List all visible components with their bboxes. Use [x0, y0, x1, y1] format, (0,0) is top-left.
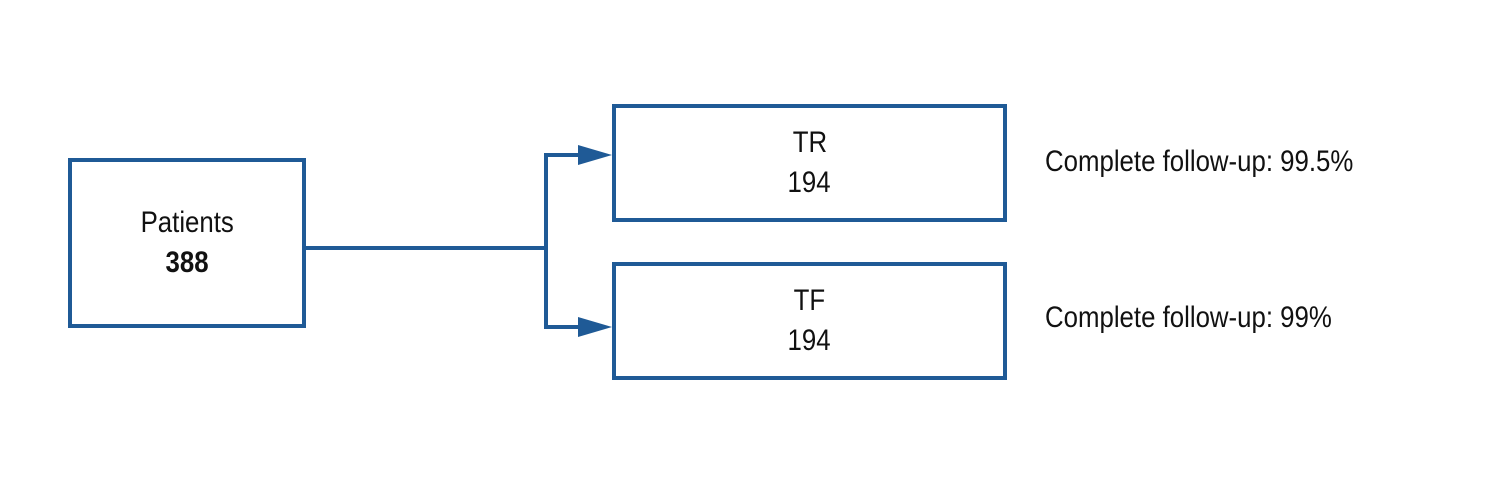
arrowhead-tf	[578, 317, 612, 337]
tr-count: 194	[787, 166, 832, 199]
tr-label: TR	[792, 126, 827, 159]
tf-box: TF 194	[612, 262, 1007, 380]
tr-followup-note: Complete follow-up: 99.5%	[1045, 145, 1354, 178]
tf-count: 194	[787, 324, 832, 357]
arrowhead-tr	[578, 145, 612, 165]
tf-label: TF	[793, 284, 826, 317]
patients-label: Patients	[140, 206, 234, 239]
tf-followup-note: Complete follow-up: 99%	[1045, 301, 1332, 334]
patients-box: Patients 388	[68, 158, 306, 328]
patients-count: 388	[165, 246, 209, 279]
tr-box: TR 194	[612, 104, 1007, 222]
